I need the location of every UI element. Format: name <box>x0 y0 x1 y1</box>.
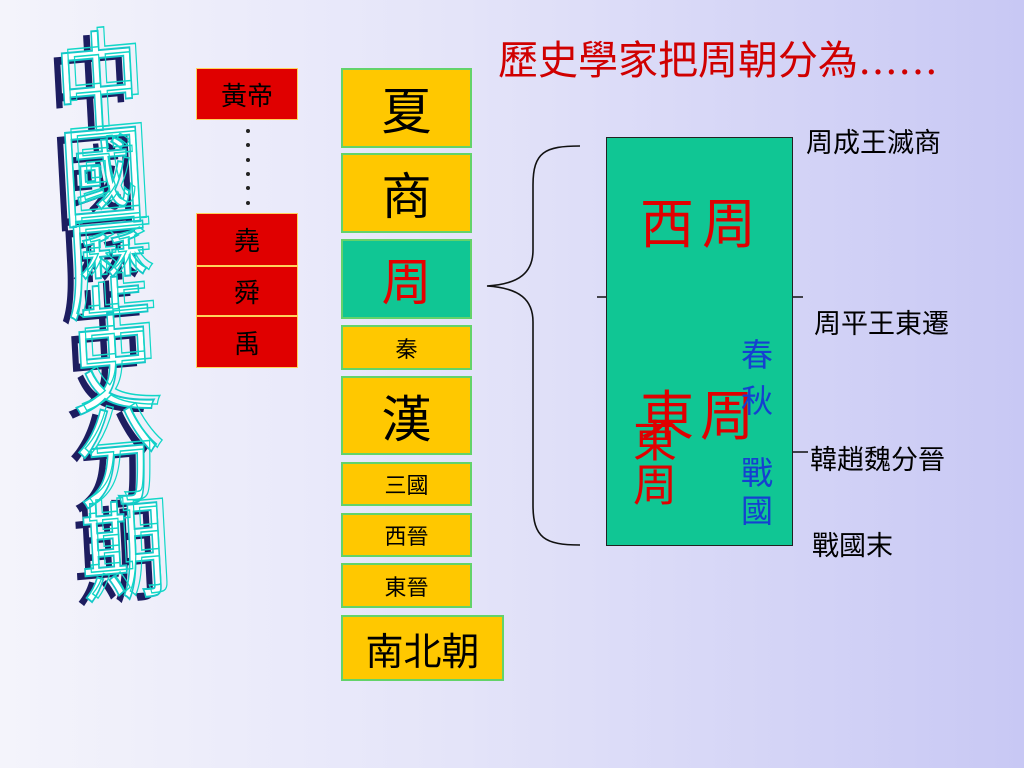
yu-box: 禹 <box>196 316 298 368</box>
dynasty-dongjin: 東晉 <box>341 563 472 608</box>
zhanguo-label: 戰國 <box>736 456 774 532</box>
note-end: 戰國末 <box>812 531 893 562</box>
note-start: 周成王滅商 <box>806 128 941 159</box>
dynasty-xijin: 西晉 <box>341 513 472 557</box>
dynasty-shang: 商 <box>341 153 472 233</box>
dynasty-nanbeichao: 南北朝 <box>341 615 504 681</box>
eastern-zhou-vertical-label: 東周 <box>625 418 676 506</box>
chunqiu-label: 春秋 <box>736 338 774 430</box>
dynasty-xia: 夏 <box>341 68 472 148</box>
huangdi-box: 黃帝 <box>196 68 298 120</box>
dynasty-zhou: 周 <box>341 239 472 319</box>
dynasty-han: 漢 <box>341 376 472 455</box>
eastern-zhou-label: 東周 <box>640 385 760 448</box>
curly-brace <box>486 145 581 546</box>
western-zhou-label: 西周 <box>640 193 764 256</box>
zhou-split-box <box>606 137 793 546</box>
dynasty-sanguo: 三國 <box>341 462 472 506</box>
slide-header: 歷史學家把周朝分為…… <box>498 38 938 84</box>
dynasty-qin: 秦 <box>341 325 472 370</box>
ellipsis-dots <box>238 124 258 210</box>
yao-box: 堯 <box>196 213 298 266</box>
note-move-east: 周平王東遷 <box>814 309 949 340</box>
shun-box: 舜 <box>196 266 298 316</box>
note-split-jin: 韓趙魏分晉 <box>810 445 945 476</box>
